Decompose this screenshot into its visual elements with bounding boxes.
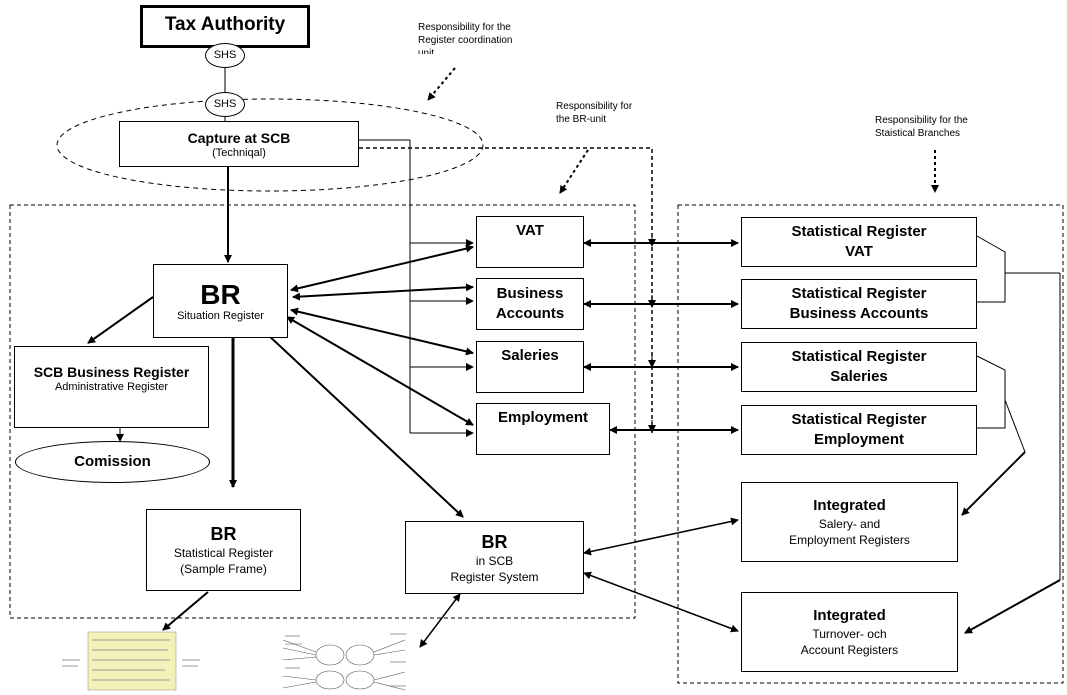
br-statistical-box: BR Statistical Register (Sample Frame) (146, 509, 301, 591)
capture-subtitle: (Techniqal) (212, 146, 266, 159)
note-br-unit: Responsibility for the BR-unit (556, 101, 633, 125)
br-unit-frame (9, 204, 636, 619)
integrated-salery-title: Integrated (813, 497, 886, 514)
br-situation-title: BR (200, 278, 241, 310)
stat-register-business-box: Statistical Register Business Accounts (741, 279, 977, 329)
note-branches: Responsibility for the Staistical Branch… (875, 115, 968, 139)
scb-business-register-box: SCB Business Register Administrative Reg… (14, 346, 209, 428)
stat-register-saleries-box: Statistical Register Saleries (741, 342, 977, 392)
br-situation-subtitle: Situation Register (177, 309, 264, 322)
business-accounts-box: Business Accounts (476, 278, 584, 330)
scb-business-title: SCB Business Register (33, 364, 190, 380)
saleries-box: Saleries (476, 341, 584, 393)
coordination-ellipse (56, 98, 484, 192)
employment-box: Employment (476, 403, 610, 455)
integrated-turnover-title: Integrated (813, 607, 886, 624)
br-scb-title: BR (481, 531, 508, 552)
tax-authority-label: Tax Authority (164, 14, 286, 35)
comission-ellipse: Comission (15, 441, 210, 483)
br-scb-box: BR in SCB Register System (405, 521, 584, 594)
shs-top: SHS (205, 43, 245, 68)
capture-title: Capture at SCB (187, 129, 291, 146)
br-statistical-title: BR (210, 524, 237, 544)
integrated-salery-box: Integrated Salery- and Employment Regist… (741, 482, 958, 562)
note-coordination: Responsibility for the Register coordina… (418, 22, 513, 54)
sample-frame-thumbnail (62, 631, 200, 691)
capture-box: Capture at SCB (Techniqal) (119, 121, 359, 167)
shs-bottom: SHS (205, 92, 245, 117)
stat-register-employment-box: Statistical Register Employment (741, 405, 977, 455)
stat-register-vat-box: Statistical Register VAT (741, 217, 977, 267)
vat-box: VAT (476, 216, 584, 268)
br-situation-box: BR Situation Register (153, 264, 288, 338)
register-system-thumbnail (282, 633, 406, 691)
branches-frame (677, 204, 1064, 684)
tax-authority-box: Tax Authority (140, 5, 310, 48)
scb-business-subtitle: Administrative Register (54, 381, 169, 393)
integrated-turnover-box: Integrated Turnover- och Account Registe… (741, 592, 958, 672)
